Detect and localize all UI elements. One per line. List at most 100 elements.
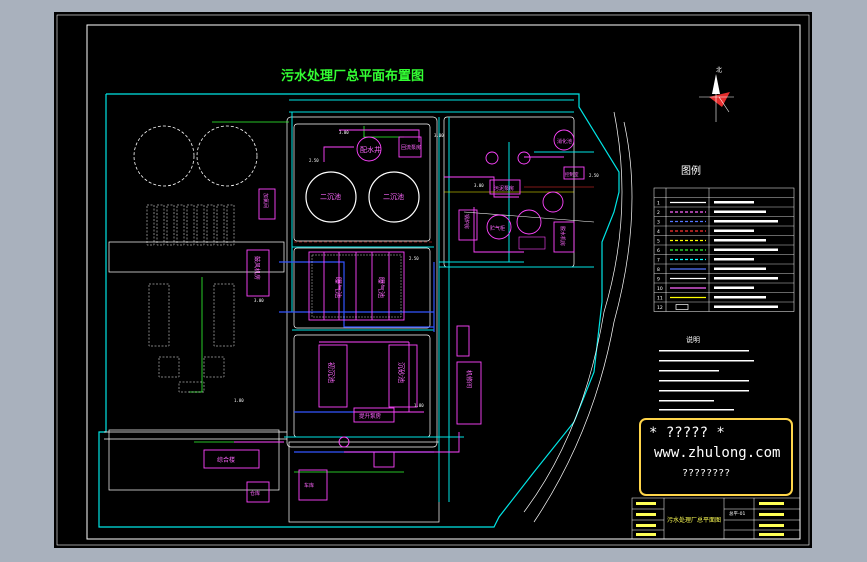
storage-tank-2 bbox=[196, 125, 258, 187]
legend-row-number: 3 bbox=[657, 220, 660, 226]
legend-row-number: 10 bbox=[657, 286, 663, 292]
legend-row-number: 6 bbox=[657, 248, 660, 254]
site-plan-drawing: 污水处理厂总平面布置图 北 bbox=[56, 14, 810, 546]
digester-2 bbox=[516, 209, 542, 235]
sludge-pipes bbox=[234, 129, 564, 453]
aeration-tank-outline bbox=[311, 254, 402, 318]
drying-beds bbox=[146, 204, 235, 393]
legend-row-number: 4 bbox=[657, 229, 660, 235]
legend-row-symbol bbox=[675, 304, 689, 310]
distribution-well-label: 配水井 bbox=[360, 145, 381, 154]
legend-row-text bbox=[714, 267, 766, 270]
dewatering-room bbox=[553, 221, 575, 253]
legend-row-text bbox=[714, 296, 766, 299]
svg-text:3.00: 3.00 bbox=[434, 133, 444, 138]
control-room-label: 控制室 bbox=[565, 171, 579, 178]
secondary-clarifier-2-label: 二沉池 bbox=[383, 192, 404, 201]
garage bbox=[298, 469, 328, 501]
legend-row-number: 8 bbox=[657, 267, 660, 273]
watermark-line3: ???????? bbox=[682, 468, 730, 479]
cad-viewport[interactable]: 污水处理厂总平面布置图 北 bbox=[54, 12, 812, 548]
legend-row-text bbox=[714, 210, 766, 213]
legend-title: 图例 bbox=[681, 164, 701, 177]
drawing-title: 污水处理厂总平面布置图 bbox=[281, 68, 424, 84]
boiler-room bbox=[458, 209, 478, 241]
blower-room bbox=[246, 249, 270, 297]
legend-row-text bbox=[714, 286, 754, 289]
blue-pipes bbox=[279, 261, 435, 453]
legend-row-number: 9 bbox=[657, 277, 660, 283]
legend-row-number: 5 bbox=[657, 239, 660, 245]
secondary-clarifier-1-label: 二沉池 bbox=[320, 192, 341, 201]
aeration-tank-2-label: 曝气池 bbox=[377, 277, 386, 298]
sludge-pump-label: 污泥泵房 bbox=[494, 185, 514, 192]
garage-label: 车库 bbox=[304, 482, 314, 489]
legend-row-text bbox=[714, 305, 778, 308]
grit-chamber bbox=[388, 344, 418, 408]
title-block-name: 污水处理厂总平面图 bbox=[667, 516, 721, 524]
control-room bbox=[563, 166, 585, 180]
legend-row-text bbox=[714, 258, 754, 261]
svg-text:2.50: 2.50 bbox=[309, 158, 319, 163]
office-building bbox=[456, 325, 470, 357]
primary-clarifier-label: 初沉池 bbox=[327, 362, 336, 383]
well-small bbox=[338, 436, 350, 448]
svg-text:1.80: 1.80 bbox=[234, 398, 244, 403]
secondary-clarifier-2 bbox=[368, 171, 420, 223]
chlorination-label: 加氯间 bbox=[262, 193, 269, 208]
grit-chamber-label: 沉砂池 bbox=[397, 362, 406, 383]
legend-row-text bbox=[714, 248, 778, 251]
legend-row-number: 11 bbox=[657, 296, 663, 302]
watermark-box bbox=[639, 418, 793, 496]
thickener-2 bbox=[517, 151, 531, 165]
secondary-clarifier-1 bbox=[305, 171, 357, 223]
watermark-line1: * ????? * bbox=[649, 425, 725, 441]
distribution-well bbox=[356, 136, 382, 162]
title-block-code: 总平-01 bbox=[729, 510, 745, 517]
primary-clarifier bbox=[318, 344, 348, 408]
return-sludge-label: 回流泵房 bbox=[401, 144, 421, 151]
aeration-tanks bbox=[308, 251, 405, 321]
repair-label: 机修间 bbox=[465, 370, 473, 388]
boiler-label: 锅炉房 bbox=[463, 214, 470, 229]
notes-lines bbox=[659, 350, 754, 411]
lift-pump bbox=[353, 407, 395, 423]
office-main-label: 综合楼 bbox=[217, 456, 235, 464]
repair-building bbox=[456, 361, 482, 425]
svg-text:3.00: 3.00 bbox=[474, 183, 484, 188]
legend-row-number: 7 bbox=[657, 258, 660, 264]
legend-row-number: 1 bbox=[657, 201, 660, 207]
elevation-labels: 3.00 2.50 3.00 2.50 1.80 3.00 2.50 1.80 … bbox=[234, 130, 599, 408]
dewatering-label: 脱水机房 bbox=[559, 226, 566, 246]
svg-text:3.00: 3.00 bbox=[254, 298, 264, 303]
legend-row-text bbox=[714, 277, 778, 280]
digester-1-label: 消化池 bbox=[557, 138, 572, 145]
blower-room-label: 鼓风机房 bbox=[253, 256, 261, 280]
title-block-cells bbox=[636, 502, 784, 536]
legend-row-number: 12 bbox=[657, 305, 663, 311]
legend-row-text bbox=[714, 239, 766, 242]
sludge-pump-room bbox=[489, 179, 521, 195]
warehouse-label: 仓库 bbox=[250, 490, 260, 497]
control-small bbox=[373, 451, 395, 468]
legend-row-text bbox=[714, 229, 754, 232]
warehouse bbox=[246, 481, 270, 503]
svg-text:2.50: 2.50 bbox=[409, 256, 419, 261]
sludge-thickener-room bbox=[518, 236, 546, 250]
office-main bbox=[203, 449, 260, 469]
lift-pump-label: 提升泵房 bbox=[359, 412, 382, 420]
outer-frame bbox=[56, 14, 810, 546]
gas-holder bbox=[486, 214, 512, 240]
svg-text:1.80: 1.80 bbox=[414, 403, 424, 408]
legend-row-text bbox=[714, 220, 778, 223]
return-sludge-pump bbox=[398, 136, 422, 158]
digester-1 bbox=[553, 129, 575, 151]
chlorination-room bbox=[258, 188, 276, 220]
watermark-line2: www.zhulong.com bbox=[654, 445, 780, 461]
legend-row-text bbox=[714, 201, 754, 204]
storage-tank-1 bbox=[133, 125, 195, 187]
gas-holder-label: 贮气柜 bbox=[490, 225, 505, 232]
thickener-1 bbox=[485, 151, 499, 165]
aeration-tank-1-label: 曝气池 bbox=[334, 277, 343, 298]
